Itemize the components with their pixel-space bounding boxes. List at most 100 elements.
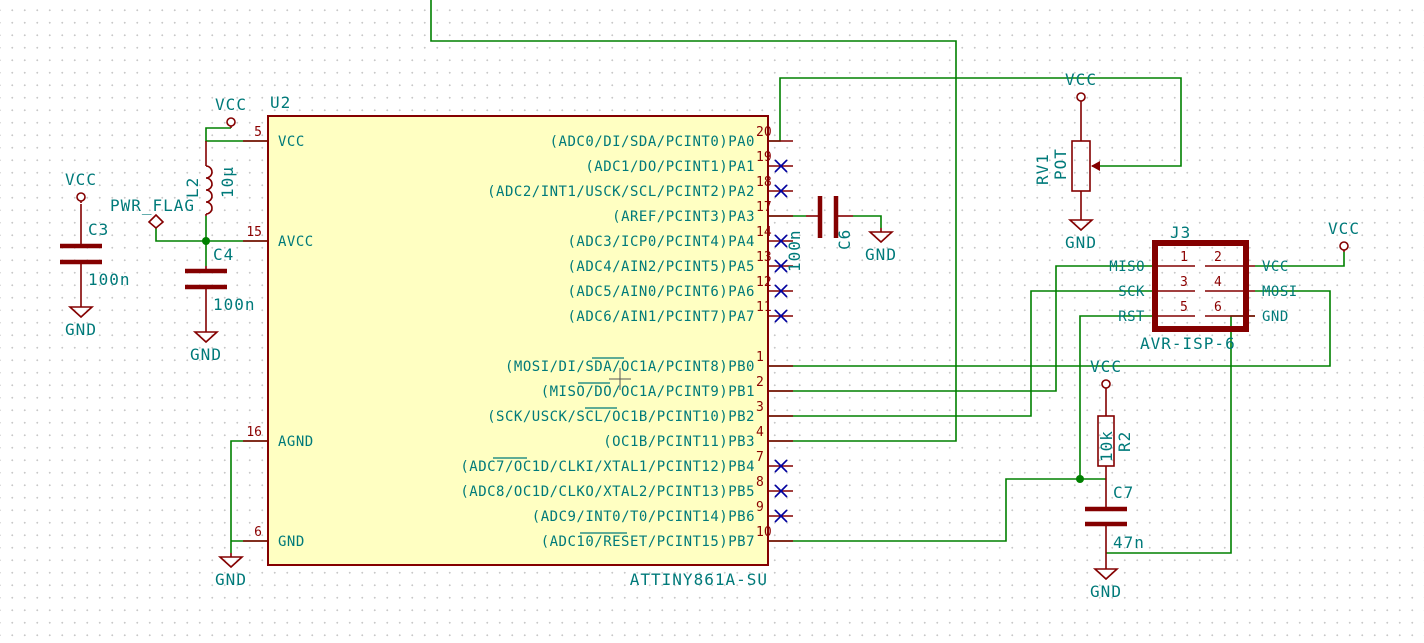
l2-value: 10µ bbox=[218, 166, 237, 198]
c3-value: 100n bbox=[88, 270, 131, 289]
no-connect-icon bbox=[774, 184, 788, 198]
c7-value: 47n bbox=[1113, 533, 1145, 552]
pin-name: GND bbox=[1262, 309, 1289, 325]
pin-name: (ADC0/DI/SDA/PCINT0)PA0 bbox=[550, 134, 755, 150]
vcc-symbol[interactable]: VCC bbox=[215, 95, 247, 128]
pin-name: (ADC9/INT0/T0/PCINT14)PB6 bbox=[532, 509, 755, 525]
rv1-potentiometer[interactable]: RV1 POT bbox=[1033, 103, 1100, 216]
r2-body bbox=[1097, 415, 1115, 467]
l2-inductor[interactable]: L2 10µ bbox=[183, 141, 237, 216]
no-connect-icon bbox=[774, 459, 788, 473]
pin-name: (ADC6/AIN1/PCINT7)PA7 bbox=[567, 309, 755, 325]
vcc-symbol[interactable]: VCC bbox=[65, 170, 97, 203]
pin-number: 10 bbox=[756, 525, 772, 540]
rv1-ref: RV1 bbox=[1033, 153, 1052, 185]
pin-number: 9 bbox=[756, 500, 764, 515]
pin-number: 8 bbox=[756, 475, 764, 490]
pin-number: 11 bbox=[756, 300, 772, 315]
pin-number: 17 bbox=[756, 200, 772, 215]
wire-j3-vcc bbox=[1255, 252, 1345, 267]
gnd-symbol[interactable]: GND bbox=[215, 553, 247, 589]
gnd-symbol[interactable]: GND bbox=[865, 228, 897, 264]
pin-number: 7 bbox=[756, 450, 764, 465]
wire-pb1-miso bbox=[768, 265, 1155, 392]
gnd-symbol[interactable]: GND bbox=[1065, 216, 1097, 252]
vcc-symbol[interactable]: VCC bbox=[1065, 70, 1097, 103]
u2-body[interactable] bbox=[267, 115, 769, 566]
pin-name: (ADC8/OC1D/CLKO/XTAL2/PCINT13)PB5 bbox=[460, 484, 755, 500]
c7-ref: C7 bbox=[1113, 483, 1134, 502]
gnd-symbol[interactable]: GND bbox=[190, 328, 222, 364]
pin-number: 19 bbox=[756, 150, 772, 165]
pin-name: RST bbox=[1118, 309, 1145, 325]
c6-capacitor[interactable]: C6 100n bbox=[785, 196, 854, 272]
gnd-icon bbox=[67, 306, 95, 319]
pin-name: (MOSI/DI/SDA/OC1A/PCINT8)PB0 bbox=[505, 359, 755, 375]
pin-number: 6 bbox=[1214, 300, 1222, 315]
r2-ref: R2 bbox=[1115, 431, 1134, 452]
gnd-icon bbox=[867, 231, 895, 244]
vcc-symbol[interactable]: VCC bbox=[1090, 357, 1122, 390]
pin-number: 4 bbox=[1214, 275, 1222, 290]
pin-name: VCC bbox=[278, 134, 305, 150]
gnd-symbol[interactable]: GND bbox=[1090, 565, 1122, 601]
pin-name: VCC bbox=[1262, 259, 1289, 275]
pin-number: 13 bbox=[756, 250, 772, 265]
l2-coil bbox=[205, 165, 213, 215]
c3-ref: C3 bbox=[88, 220, 109, 239]
pin-number: 20 bbox=[756, 125, 772, 140]
rv1-body bbox=[1071, 140, 1091, 192]
junction-avcc bbox=[202, 237, 210, 245]
wires bbox=[155, 0, 1345, 554]
no-connect-icon bbox=[774, 484, 788, 498]
r2-resistor[interactable]: R2 10k bbox=[1097, 390, 1134, 467]
vcc-icon bbox=[76, 192, 86, 202]
pin-name: (ADC1/DO/PCINT1)PA1 bbox=[585, 159, 755, 175]
no-connect-markers bbox=[774, 159, 788, 523]
vcc-label: VCC bbox=[1090, 357, 1122, 376]
gnd-symbol[interactable]: GND bbox=[65, 303, 97, 339]
pin-number: 5 bbox=[254, 125, 262, 140]
c6-ref: C6 bbox=[835, 229, 854, 250]
c7-capacitor[interactable]: C7 47n bbox=[1085, 466, 1145, 565]
pin-number: 14 bbox=[756, 225, 772, 240]
pin-name: (SCK/USCK/SCL/OC1B/PCINT10)PB2 bbox=[487, 409, 755, 425]
gnd-label: GND bbox=[1090, 582, 1122, 601]
l2-ref: L2 bbox=[183, 177, 202, 198]
vcc-symbol[interactable]: VCC bbox=[1328, 219, 1360, 252]
no-connect-icon bbox=[774, 259, 788, 273]
no-connect-icon bbox=[774, 234, 788, 248]
pwr-flag[interactable]: PWR_FLAG bbox=[110, 196, 195, 230]
c3-capacitor[interactable]: C3 100n bbox=[60, 204, 131, 303]
gnd-label: GND bbox=[65, 320, 97, 339]
gnd-label: GND bbox=[190, 345, 222, 364]
pin-number: 4 bbox=[756, 425, 764, 440]
c4-capacitor[interactable]: C4 100n bbox=[185, 245, 256, 328]
